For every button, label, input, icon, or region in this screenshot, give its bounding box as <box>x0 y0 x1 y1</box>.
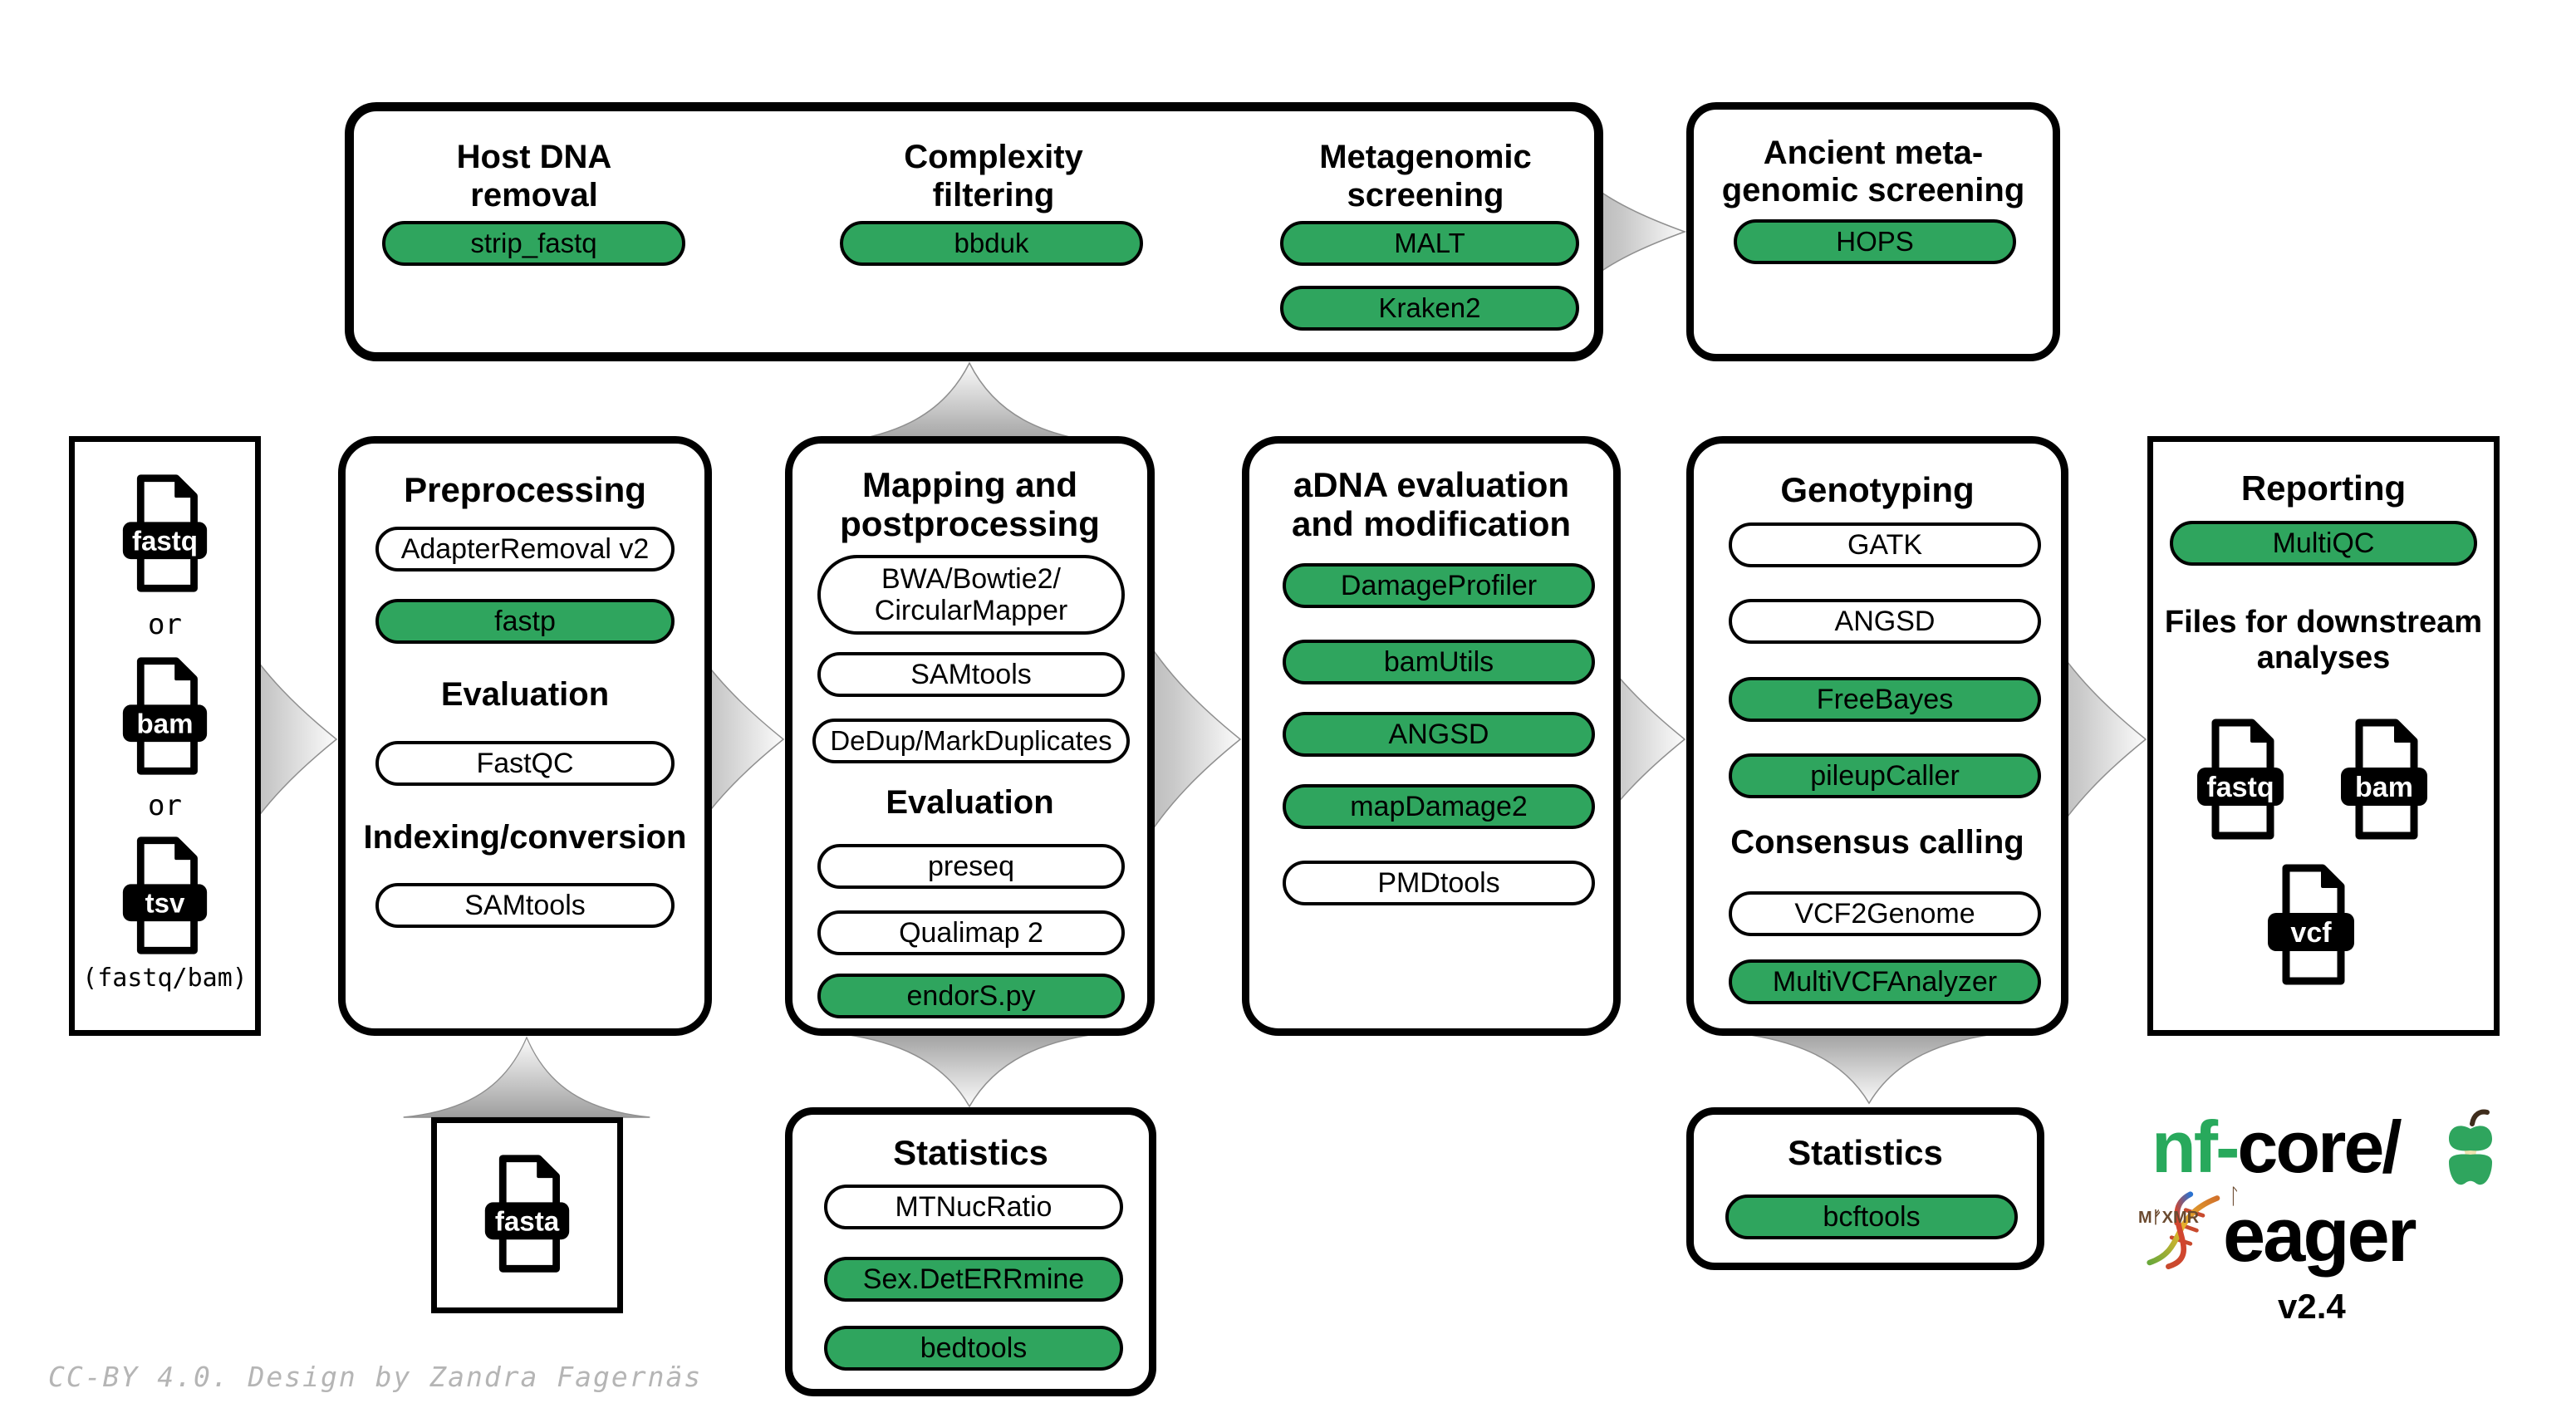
pill-fastp: fastp <box>375 599 675 644</box>
statistics-mapping-box: Statistics MTNucRatio Sex.DetERRmine bed… <box>785 1107 1156 1396</box>
pill-bamutils: bamUtils <box>1283 640 1595 684</box>
svg-text:bam: bam <box>2355 772 2413 803</box>
pill-strip-fastq: strip_fastq <box>382 221 685 266</box>
svg-text:fasta: fasta <box>495 1206 560 1237</box>
logo-brand-text: nf-core/ <box>2152 1111 2402 1184</box>
pill-endors: endorS.py <box>817 974 1125 1018</box>
pill-multiqc: MultiQC <box>2170 521 2477 566</box>
pill-mtnucratio: MTNucRatio <box>824 1185 1123 1229</box>
nf-core-eager-logo: nf-core/ MᚠXMR ᛚ eager v2.4 <box>2138 1109 2550 1343</box>
evaluation-heading: Evaluation <box>886 784 1054 821</box>
genotyping-title: Genotyping <box>1780 470 1975 509</box>
svg-text:vcf: vcf <box>2290 917 2332 949</box>
or-label: or <box>148 789 182 822</box>
mapping-box: Mapping and postprocessing BWA/Bowtie2/ … <box>785 436 1155 1036</box>
statistics-genotyping-box: Statistics bcftools <box>1686 1107 2044 1270</box>
preprocessing-title: Preprocessing <box>404 470 646 509</box>
pill-aligners: BWA/Bowtie2/ CircularMapper <box>817 555 1125 635</box>
rune-l-text: ᛚ <box>2228 1184 2241 1209</box>
runes-text: MᚠXMR <box>2138 1209 2200 1227</box>
vcf-file-icon: vcf <box>2261 861 2361 988</box>
logo-nf-text: nf <box>2152 1106 2218 1188</box>
complexity-filtering-title: Complexity filtering <box>904 139 1083 213</box>
dna-helix-icon <box>2145 1190 2231 1270</box>
license-credit-text: CC-BY 4.0. Design by Zandra Fagernäs <box>48 1361 703 1393</box>
pill-dedup: DeDup/MarkDuplicates <box>812 719 1130 763</box>
pill-pmdtools: PMDtools <box>1283 861 1595 905</box>
fastq-file-icon: fastq <box>2191 716 2290 842</box>
pill-kraken2: Kraken2 <box>1280 286 1579 331</box>
apple-core-icon <box>2444 1104 2497 1194</box>
evaluation-heading: Evaluation <box>440 676 610 713</box>
arrow-fasta-to-preprocessing-icon <box>402 1036 651 1119</box>
logo-dash-text: - <box>2215 1106 2240 1188</box>
pill-angsd: ANGSD <box>1729 599 2041 644</box>
pill-preseq: preseq <box>817 844 1125 889</box>
pill-gatk: GATK <box>1729 522 2041 567</box>
fasta-file-icon: fasta <box>478 1151 576 1276</box>
adna-title: aDNA evaluation and modification <box>1292 465 1571 544</box>
svg-text:bam: bam <box>136 709 193 739</box>
pill-freebayes: FreeBayes <box>1729 677 2041 722</box>
arrow-genotyping-to-statistics-icon <box>1720 1030 2019 1105</box>
pill-mapdamage: mapDamage2 <box>1283 784 1595 829</box>
bam-file-icon: bam <box>2334 716 2434 842</box>
consensus-calling-heading: Consensus calling <box>1730 824 2024 861</box>
genotyping-box: Genotyping GATK ANGSD FreeBayes pileupCa… <box>1686 436 2068 1036</box>
svg-text:fastq: fastq <box>2206 772 2274 803</box>
mapping-title: Mapping and postprocessing <box>840 465 1100 544</box>
pill-qualimap: Qualimap 2 <box>817 910 1125 955</box>
logo-core-text: core/ <box>2237 1106 2402 1188</box>
preprocessing-box: Preprocessing AdapterRemoval v2 fastp Ev… <box>338 436 712 1036</box>
bam-file-icon: bam <box>116 655 213 778</box>
adna-box: aDNA evaluation and modification DamageP… <box>1242 436 1621 1036</box>
screening-box: Host DNA removal strip_fastq Complexity … <box>345 102 1603 361</box>
ancient-screening-title: Ancient meta- genomic screening <box>1721 135 2025 208</box>
metagenomic-screening-title: Metagenomic screening <box>1319 139 1532 213</box>
statistics-title: Statistics <box>1788 1133 1943 1172</box>
input-format-caption: (fastq/bam) <box>82 964 248 993</box>
pill-bbduk: bbduk <box>840 221 1143 266</box>
pill-malt: MALT <box>1280 221 1579 266</box>
svg-text:fastq: fastq <box>132 526 198 557</box>
pill-vcf2genome: VCF2Genome <box>1729 891 2041 936</box>
pill-adapterremoval: AdapterRemoval v2 <box>375 527 675 572</box>
pill-bcftools: bcftools <box>1725 1195 2018 1239</box>
downstream-files-heading: Files for downstream analyses <box>2164 605 2483 675</box>
pill-multivcfanalyzer: MultiVCFAnalyzer <box>1729 959 2041 1004</box>
svg-text:tsv: tsv <box>145 888 185 919</box>
pill-sexdeterrmine: Sex.DetERRmine <box>824 1257 1123 1302</box>
fasta-box: fasta <box>431 1117 623 1313</box>
pill-samtools: SAMtools <box>817 652 1125 697</box>
pill-bedtools: bedtools <box>824 1326 1123 1371</box>
input-files-box: fastq or bam or tsv (fastq/bam) <box>69 436 261 1036</box>
statistics-title: Statistics <box>893 1133 1048 1172</box>
pill-fastqc: FastQC <box>375 741 675 786</box>
pill-samtools: SAMtools <box>375 883 675 928</box>
pill-hops: HOPS <box>1734 219 2016 264</box>
reporting-title: Reporting <box>2240 468 2407 508</box>
logo-version: v2.4 <box>2278 1287 2346 1326</box>
tsv-file-icon: tsv <box>116 834 213 957</box>
pill-angsd: ANGSD <box>1283 712 1595 757</box>
arrow-mapping-to-statistics-icon <box>820 1030 1119 1108</box>
indexing-conversion-heading: Indexing/conversion <box>363 819 687 856</box>
pill-damageprofiler: DamageProfiler <box>1283 563 1595 608</box>
ancient-screening-box: Ancient meta- genomic screening HOPS <box>1686 102 2060 361</box>
pill-pileupcaller: pileupCaller <box>1729 753 2041 798</box>
reporting-box: Reporting MultiQC Files for downstream a… <box>2147 436 2500 1036</box>
logo-app-name: eager <box>2223 1193 2417 1278</box>
arrow-mapping-to-screening-icon <box>820 361 1119 446</box>
host-dna-removal-title: Host DNA removal <box>456 139 612 213</box>
or-label: or <box>148 608 182 641</box>
fastq-file-icon: fastq <box>116 472 213 595</box>
